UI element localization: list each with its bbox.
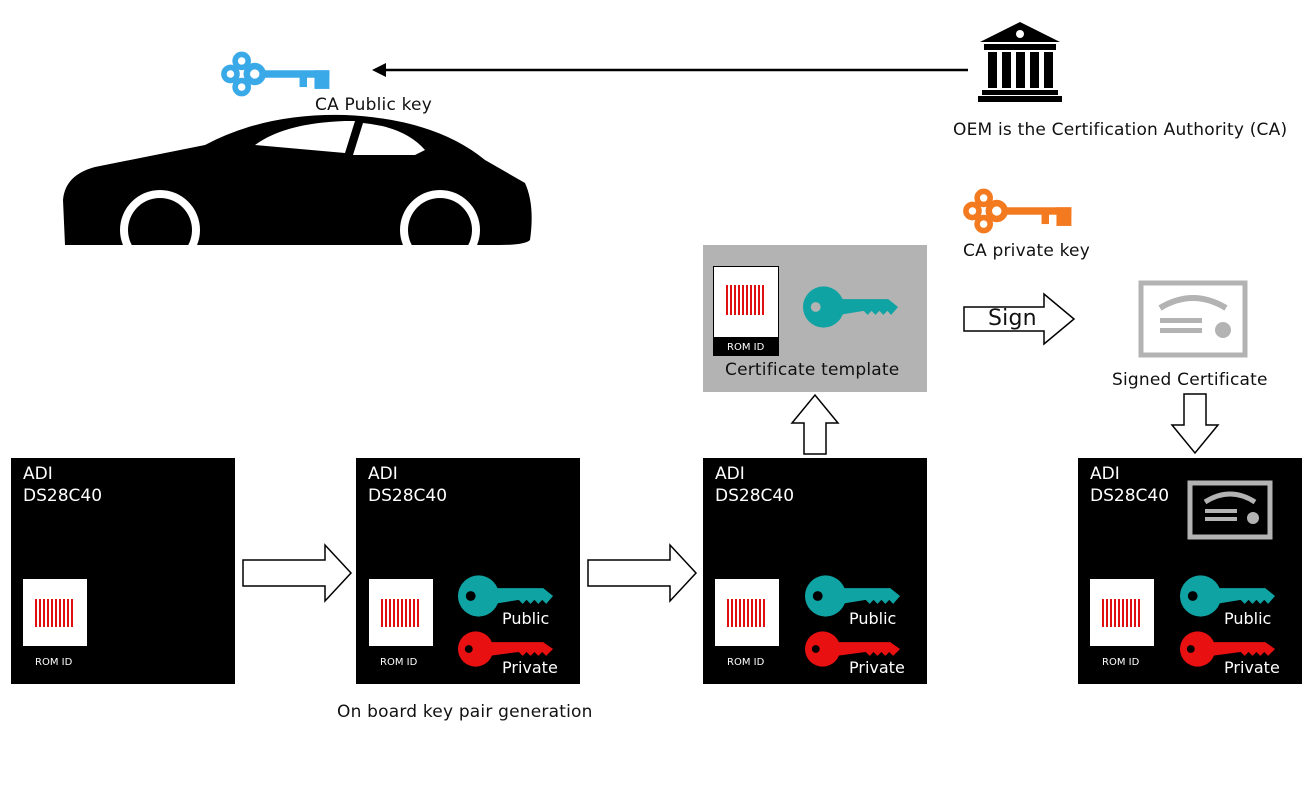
- ca-public-key-label: CA Public key: [315, 95, 432, 115]
- arrow-chip2-to-chip3: [587, 543, 698, 603]
- sign-arrow: [963, 292, 1076, 346]
- template-public-key-icon: [802, 286, 899, 328]
- chip-vendor: ADI: [715, 464, 745, 484]
- ca-private-key-label: CA private key: [963, 241, 1090, 261]
- private-key-label: Private: [1224, 658, 1280, 677]
- ca-private-key-icon: [963, 188, 1072, 234]
- chip-3: ADI DS28C40 ROM ID Public Private: [703, 458, 927, 684]
- private-key-icon: [1179, 631, 1276, 667]
- certificate-template-label: Certificate template: [725, 360, 900, 380]
- up-arrow: [790, 393, 840, 455]
- chip-vendor: ADI: [23, 464, 53, 484]
- chip-vendor: ADI: [368, 464, 398, 484]
- sign-label: Sign: [988, 306, 1037, 331]
- barcode-icon: [727, 599, 765, 627]
- barcode-icon: [35, 599, 73, 627]
- signed-certificate-label: Signed Certificate: [1112, 370, 1268, 390]
- rom-card: [23, 579, 87, 646]
- public-key-label: Public: [1224, 609, 1272, 628]
- ca-public-key-icon: [221, 51, 330, 97]
- template-rom-id: ROM ID: [727, 342, 765, 353]
- rom-id-label: ROM ID: [35, 657, 73, 668]
- template-rom-card: ROM ID: [713, 266, 779, 356]
- oem-label: OEM is the Certification Authority (CA): [953, 120, 1288, 140]
- car-icon: [55, 114, 535, 265]
- chip-2: ADI DS28C40 ROM ID Public Private: [356, 458, 580, 684]
- chip-certificate-icon: [1187, 480, 1273, 540]
- private-key-icon: [457, 631, 554, 667]
- bank-icon: [978, 22, 1062, 102]
- barcode-icon: [1102, 599, 1140, 627]
- chip-4: ADI DS28C40 ROM ID Public Private: [1078, 458, 1302, 684]
- arrow-chip1-to-chip2: [242, 543, 353, 603]
- barcode-icon: [726, 285, 764, 315]
- private-key-label: Private: [502, 658, 558, 677]
- down-arrow: [1170, 393, 1220, 455]
- public-key-icon: [804, 575, 901, 617]
- public-key-label: Public: [502, 609, 550, 628]
- chip-vendor: ADI: [1090, 464, 1120, 484]
- chip-model: DS28C40: [715, 486, 795, 506]
- private-key-label: Private: [849, 658, 905, 677]
- barcode-icon: [381, 599, 419, 627]
- public-key-label: Public: [849, 609, 897, 628]
- rom-card: [369, 579, 433, 646]
- chip-1: ADI DS28C40 ROM ID: [11, 458, 235, 684]
- rom-id-label: ROM ID: [1102, 657, 1140, 668]
- signed-certificate-icon: [1138, 280, 1248, 358]
- arrow-to-car: [372, 63, 968, 77]
- private-key-icon: [804, 631, 901, 667]
- key-generation-caption: On board key pair generation: [337, 702, 593, 722]
- chip-model: DS28C40: [23, 486, 103, 506]
- rom-id-label: ROM ID: [727, 657, 765, 668]
- public-key-icon: [1179, 575, 1276, 617]
- rom-card: [1090, 579, 1154, 646]
- chip-model: DS28C40: [368, 486, 448, 506]
- rom-card: [715, 579, 779, 646]
- chip-model: DS28C40: [1090, 486, 1170, 506]
- public-key-icon: [457, 575, 554, 617]
- rom-id-label: ROM ID: [380, 657, 418, 668]
